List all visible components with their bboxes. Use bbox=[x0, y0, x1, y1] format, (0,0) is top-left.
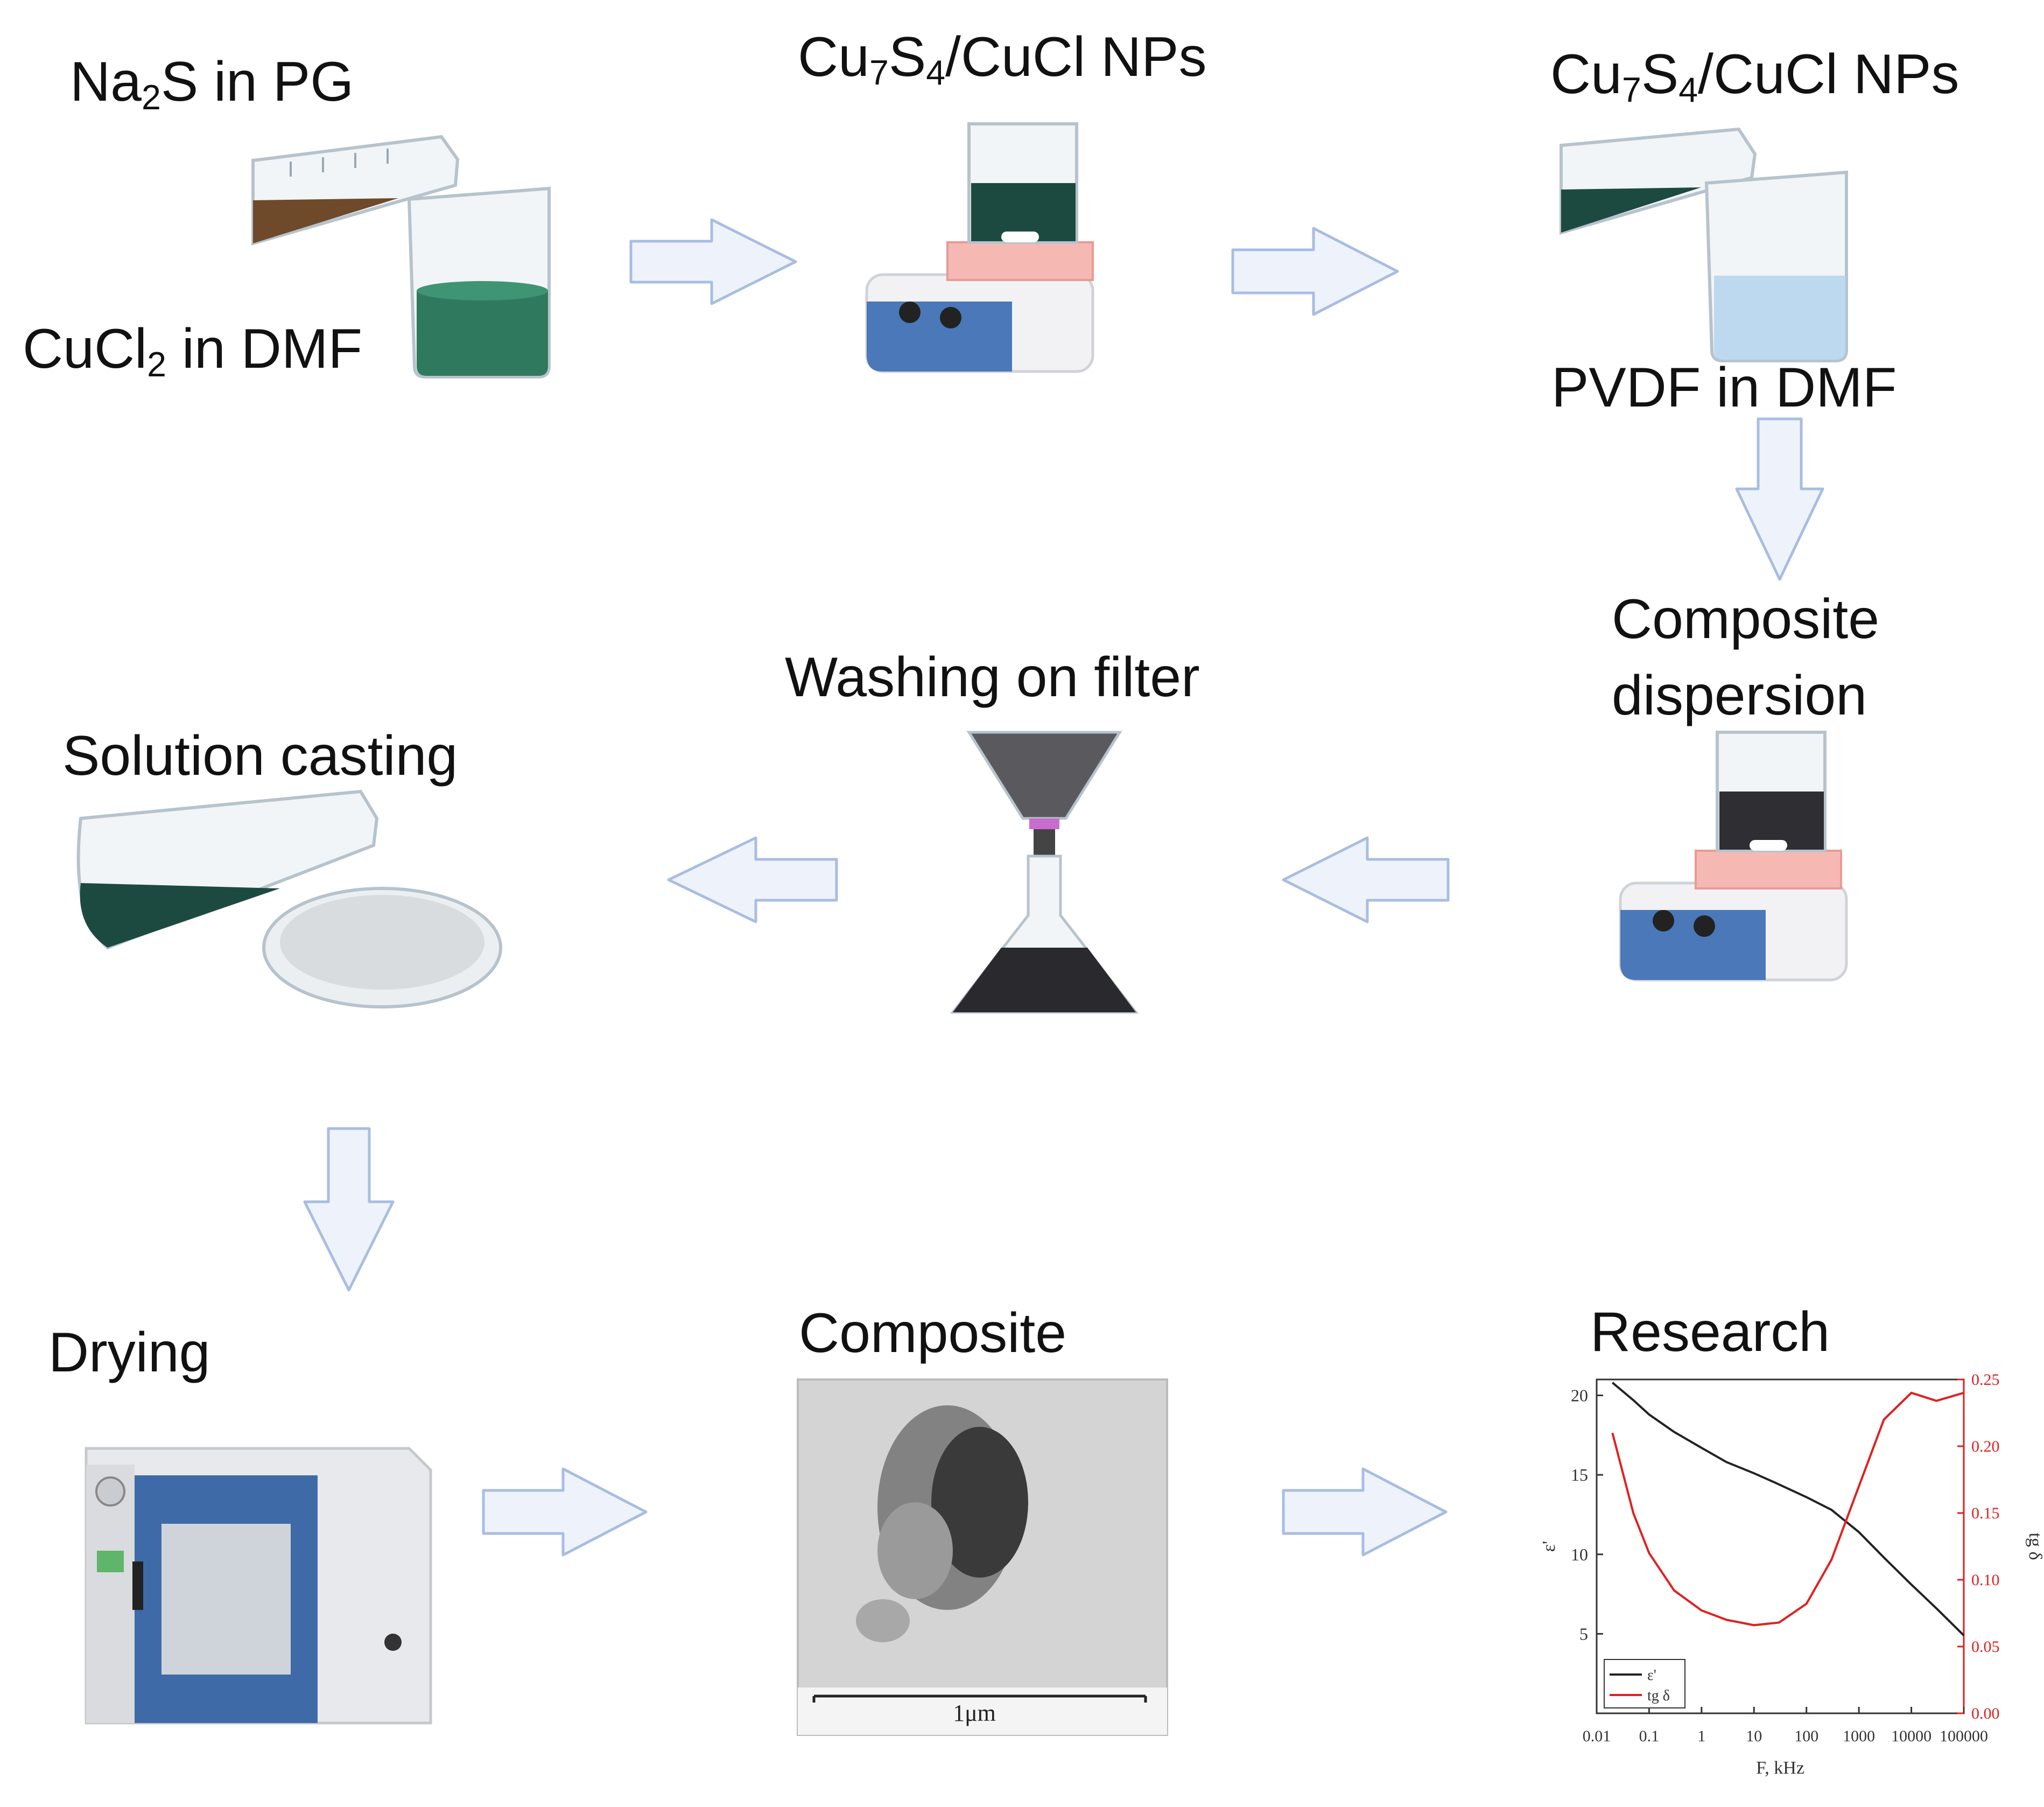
label-nps-pour: Cu7S4/CuCl NPs bbox=[1550, 43, 1959, 110]
x-tick-label: 0.1 bbox=[1639, 1727, 1660, 1745]
label-composite: Composite bbox=[799, 1302, 1067, 1364]
legend-label: tg δ bbox=[1647, 1687, 1670, 1704]
label-na2s: Na2S in PG bbox=[70, 51, 354, 117]
label-solution-casting: Solution casting bbox=[62, 725, 458, 787]
filter-funnel-icon bbox=[950, 731, 1139, 1014]
sem-image bbox=[797, 1378, 1168, 1736]
x-tick-label: 10000 bbox=[1891, 1727, 1931, 1745]
y-right-tick-label: 0.25 bbox=[1971, 1371, 2000, 1389]
label-drying: Drying bbox=[48, 1321, 210, 1384]
pouring-flask-icon bbox=[251, 135, 460, 246]
label-pvdf: PVDF in DMF bbox=[1551, 356, 1897, 419]
magnetic-stirrer-dispersion-icon bbox=[1619, 731, 1848, 982]
label-composite-dispersion-2: dispersion bbox=[1612, 664, 1867, 727]
x-tick-label: 100000 bbox=[1940, 1727, 1988, 1745]
x-tick-label: 10 bbox=[1746, 1727, 1762, 1745]
label-research: Research bbox=[1590, 1301, 1830, 1363]
arrow-down-1 bbox=[1735, 417, 1824, 581]
y-right-tick-label: 0.05 bbox=[1971, 1638, 2000, 1656]
casting-flask-icon bbox=[76, 789, 379, 950]
label-nps-stirred: Cu7S4/CuCl NPs bbox=[798, 26, 1207, 93]
y-right-tick-label: 0.10 bbox=[1971, 1571, 2000, 1589]
pouring-flask-green-icon bbox=[1560, 127, 1757, 235]
beaker-blue-icon bbox=[1704, 170, 1848, 362]
label-cucl2: CuCl2 in DMF bbox=[23, 318, 363, 384]
arrow-left-1 bbox=[1282, 836, 1450, 923]
label-washing: Washing on filter bbox=[785, 646, 1200, 709]
arrow-right-3 bbox=[482, 1467, 648, 1557]
arrow-right-4 bbox=[1282, 1467, 1448, 1557]
y-left-axis-label: ε' bbox=[1539, 1541, 1559, 1552]
label-composite-dispersion-1: Composite bbox=[1612, 588, 1880, 650]
y-right-tick-label: 0.15 bbox=[1971, 1504, 2000, 1522]
y-left-tick-label: 15 bbox=[1571, 1465, 1588, 1484]
arrow-right-1 bbox=[629, 218, 797, 305]
legend-label: ε' bbox=[1647, 1667, 1656, 1684]
series-line-1 bbox=[1612, 1382, 1965, 1636]
drying-oven-icon bbox=[85, 1447, 432, 1725]
x-tick-label: 100 bbox=[1794, 1727, 1818, 1745]
y-left-tick-label: 10 bbox=[1571, 1545, 1588, 1564]
y-right-tick-label: 0.20 bbox=[1971, 1438, 2000, 1455]
y-left-tick-label: 5 bbox=[1579, 1624, 1588, 1643]
y-left-tick-label: 20 bbox=[1571, 1386, 1588, 1405]
arrow-right-2 bbox=[1231, 227, 1399, 316]
legend-box bbox=[1604, 1659, 1685, 1708]
petri-dish-icon bbox=[262, 887, 502, 1008]
arrow-down-2 bbox=[303, 1127, 395, 1292]
x-tick-label: 0.01 bbox=[1583, 1727, 1611, 1745]
magnetic-stirrer-icon bbox=[865, 122, 1094, 373]
arrow-left-2 bbox=[667, 836, 838, 923]
sem-scale-bar-label: 1μm bbox=[953, 1700, 996, 1726]
x-axis-label: F, kHz bbox=[1756, 1758, 1804, 1778]
beaker-green-icon bbox=[407, 186, 551, 379]
series-line-2 bbox=[1611, 1391, 1964, 1627]
y-right-tick-label: 0.00 bbox=[1971, 1705, 2000, 1722]
y-right-axis-label: tg δ bbox=[2025, 1533, 2044, 1560]
x-tick-label: 1 bbox=[1697, 1727, 1705, 1745]
x-tick-label: 1000 bbox=[1843, 1727, 1875, 1745]
